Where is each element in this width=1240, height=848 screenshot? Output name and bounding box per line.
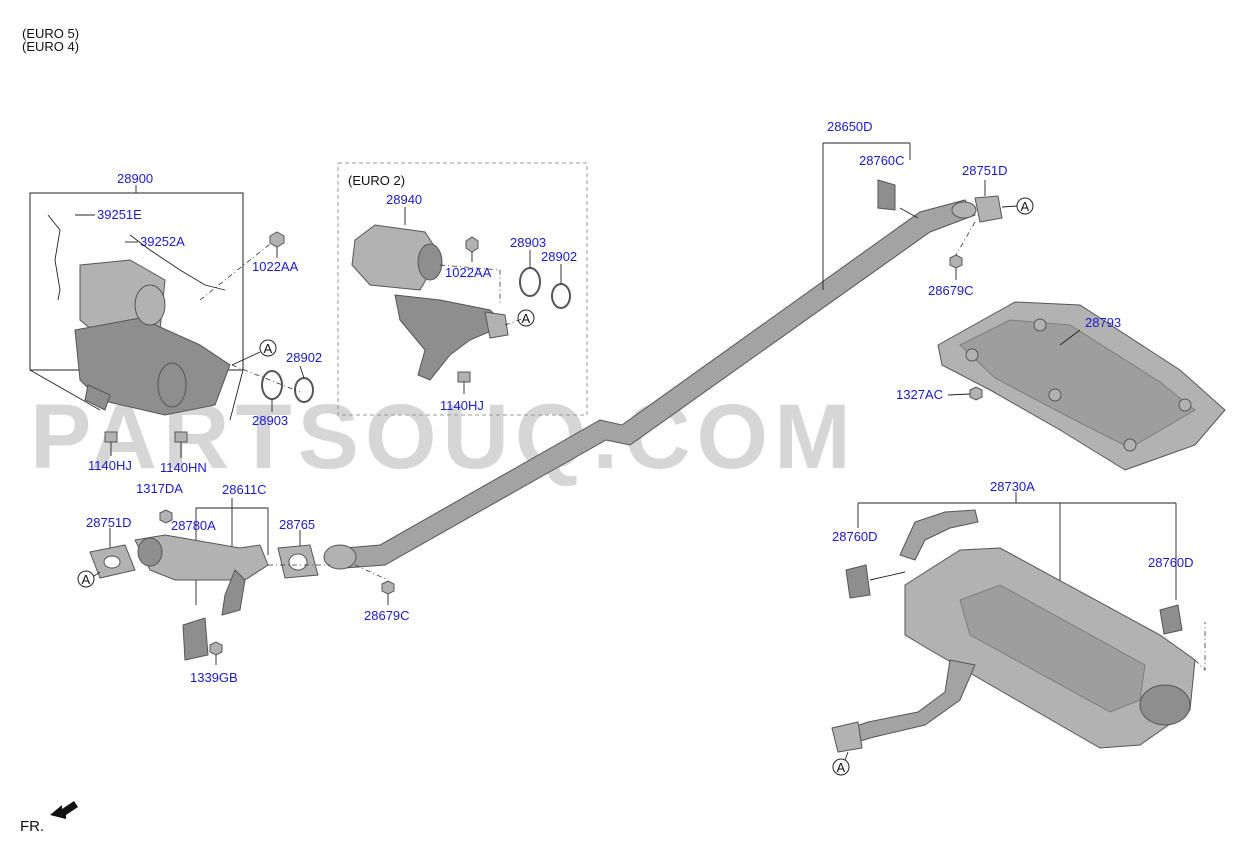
label-28751D-top: 28751D <box>962 163 1008 178</box>
ref-marker-a-right <box>832 758 850 776</box>
label-28780A: 28780A <box>171 518 216 533</box>
ref-marker-a-left-label: A <box>264 341 273 356</box>
front-pipe-assembly: A <box>77 498 395 665</box>
label-28765: 28765 <box>279 517 315 532</box>
label-28650D: 28650D <box>827 119 873 134</box>
label-1140HJ-mid: 1140HJ <box>440 398 484 413</box>
label-28611C: 28611C <box>222 482 267 497</box>
label-1140HN: 1140HN <box>160 460 207 475</box>
catalytic-converter-assembly: A <box>29 185 314 458</box>
label-28903-left: 28903 <box>252 413 288 428</box>
label-28679C-top: 28679C <box>928 283 974 298</box>
label-28903-mid: 28903 <box>510 235 546 250</box>
ref-marker-a-right-label: A <box>837 760 846 775</box>
rear-muffler-assembly: A <box>831 492 1206 776</box>
ref-marker-a-mid <box>517 309 535 327</box>
label-39252A: 39252A <box>140 234 185 249</box>
direction-label: FR. <box>20 818 44 835</box>
label-1140HJ-left: 1140HJ <box>88 458 132 473</box>
label-28902-mid: 28902 <box>541 249 577 264</box>
ref-marker-a-top-label: A <box>1021 199 1030 214</box>
label-28760C: 28760C <box>859 153 905 168</box>
header-euro4: (EURO 4) <box>22 39 79 54</box>
ref-marker-a-mid-label: A <box>522 311 531 326</box>
euro2-converter-group: A <box>337 162 588 416</box>
header-euro5: (EURO 5) <box>22 26 79 41</box>
label-28902-left: 28902 <box>286 350 322 365</box>
label-1317DA: 1317DA <box>136 481 183 496</box>
heat-shield <box>937 301 1226 471</box>
label-28760D-left: 28760D <box>832 529 878 544</box>
label-28940: 28940 <box>386 192 422 207</box>
label-28679C-low: 28679C <box>364 608 410 623</box>
label-1339GB: 1339GB <box>190 670 238 685</box>
label-1327AC: 1327AC <box>896 387 943 402</box>
label-28730A: 28730A <box>990 479 1035 494</box>
front-arrow-icon <box>50 801 78 819</box>
center-exhaust-pipe: A <box>323 142 1034 570</box>
label-28900: 28900 <box>117 171 153 186</box>
label-1022AA-left: 1022AA <box>252 259 299 274</box>
euro2-dashed-box <box>337 162 588 416</box>
label-28760D-right: 28760D <box>1148 555 1194 570</box>
label-euro2: (EURO 2) <box>348 173 405 188</box>
label-28751D-left: 28751D <box>86 515 132 530</box>
ref-marker-a-left-low <box>77 570 95 588</box>
ref-marker-a-left <box>259 339 277 357</box>
label-39251E: 39251E <box>97 207 142 222</box>
ref-marker-a-left-low-label: A <box>82 572 91 587</box>
label-28793: 28793 <box>1085 315 1121 330</box>
label-1022AA-mid: 1022AA <box>445 265 492 280</box>
